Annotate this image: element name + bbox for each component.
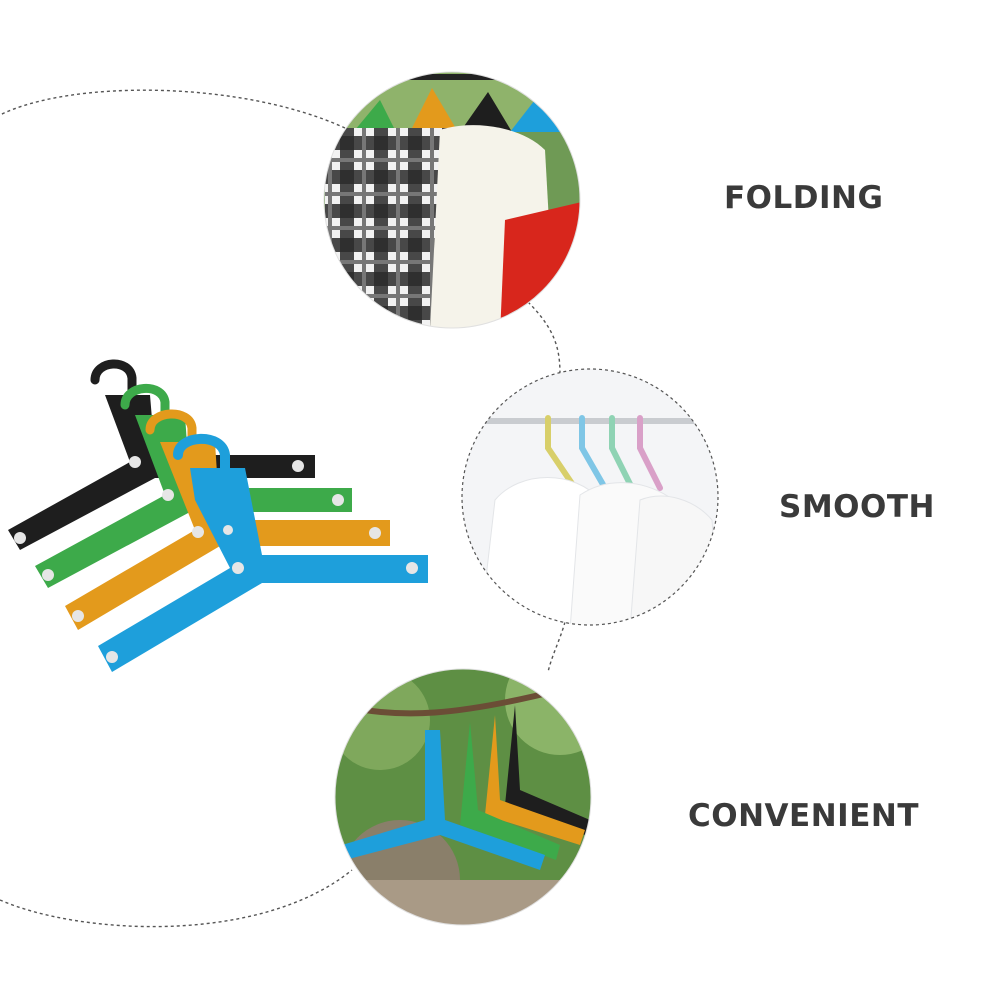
feature-label-folding: FOLDING [724, 180, 884, 216]
photo-ring-1 [323, 71, 581, 329]
photo-ring-3 [334, 668, 592, 926]
outdoor-clothesline-photo [335, 669, 591, 925]
big-dashed-arc-bottom [0, 869, 353, 928]
shirts-on-rack-photo [324, 72, 580, 328]
feature-label-convenient: CONVENIENT [688, 798, 919, 834]
dashed-link-bottom [547, 621, 566, 673]
dashed-connector-arcs [0, 89, 566, 928]
dashed-link-top [527, 301, 561, 376]
big-dashed-arc [0, 89, 346, 129]
feature-label-smooth: SMOOTH [779, 489, 935, 525]
photo-ring-2 [461, 368, 719, 626]
folding-hangers-icon [8, 359, 428, 672]
white-shirts-photo [462, 369, 718, 625]
blue-hanger [98, 433, 428, 672]
